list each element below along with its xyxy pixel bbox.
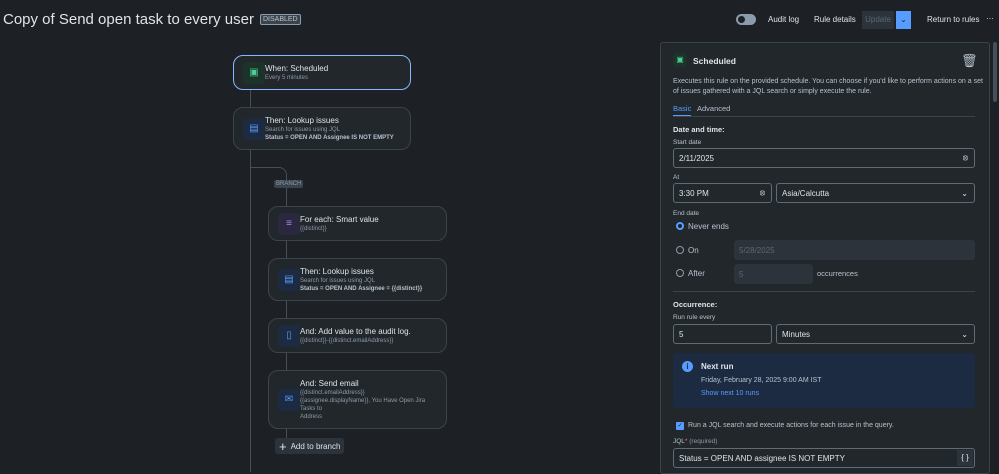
card-subtitle: Search for issues using JQL — [265, 127, 341, 133]
for-each-card[interactable]: ≡ For each: Smart value {{distinct}} — [268, 206, 447, 241]
add-to-branch-label: Add to branch — [290, 441, 341, 451]
scrollbar[interactable] — [993, 42, 997, 102]
unit-value: Minutes — [782, 329, 811, 339]
occurrences-value: 5 — [739, 269, 744, 279]
branch-tag: BRANCH — [274, 180, 304, 188]
document-icon: ▯ — [278, 324, 300, 347]
panel-title: Scheduled — [693, 56, 736, 66]
end-date-value: 5/28/2025 — [739, 245, 775, 255]
update-dropdown-button[interactable]: ⌄ — [896, 11, 911, 29]
panel-description: Executes this rule on the provided sched… — [673, 78, 983, 95]
audit-log-card[interactable]: ▯ And: Add value to the audit log. {{dis… — [268, 318, 447, 353]
config-panel: ▣ Scheduled 🗑 Executes this rule on the … — [660, 42, 990, 474]
divider — [673, 116, 975, 117]
return-to-rules-button[interactable]: Return to rules — [927, 15, 980, 24]
timezone-select[interactable]: Asia/Calcutta ⌄ — [776, 183, 975, 203]
jql-label-row: JQL* (required) — [673, 438, 717, 445]
run-every-value: 5 — [679, 329, 684, 339]
occurrences-label: occurrences — [817, 269, 858, 278]
lookup-issues-card[interactable]: ▤ Then: Lookup issues Search for issues … — [233, 107, 411, 150]
radio-never-ends[interactable] — [676, 222, 684, 230]
calendar-icon: ▣ — [673, 53, 687, 67]
mail-icon: ✉ — [278, 388, 300, 411]
required-label: (required) — [689, 438, 718, 445]
next-run-box: i Next run Friday, February 28, 2025 9:0… — [673, 353, 975, 408]
unit-select[interactable]: Minutes ⌄ — [776, 324, 975, 344]
card-subtitle: {{distinct}} — [300, 226, 327, 232]
timezone-value: Asia/Calcutta — [782, 188, 830, 198]
rule-title: Copy of Send open task to every user — [3, 11, 254, 28]
lookup-icon: ▤ — [278, 268, 300, 291]
next-run-title: Next run — [701, 362, 734, 371]
clear-icon[interactable]: ⦻ — [962, 153, 968, 162]
add-to-branch-button[interactable]: +Add to branch — [275, 438, 344, 454]
title-bar: Copy of Send open task to every user DIS… — [3, 11, 301, 28]
update-button[interactable]: Update — [862, 11, 894, 29]
list-icon: ≡ — [278, 212, 300, 235]
smart-value-button[interactable]: { } — [957, 450, 973, 466]
card-title: And: Add value to the audit log. — [300, 327, 411, 336]
time-value: 3:30 PM — [679, 188, 709, 198]
clear-icon[interactable]: ⦻ — [759, 188, 765, 197]
chevron-down-icon: ⌄ — [961, 188, 968, 198]
show-next-runs-link[interactable]: Show next 10 runs — [701, 390, 759, 397]
branch-connector — [286, 180, 287, 438]
trash-icon[interactable]: 🗑 — [961, 53, 978, 68]
after-label: After — [688, 269, 705, 278]
never-ends-label: Never ends — [688, 222, 729, 231]
calendar-icon: ▣ — [243, 61, 265, 84]
plus-icon: + — [279, 438, 287, 454]
lookup-issues-card-2[interactable]: ▤ Then: Lookup issues Search for issues … — [268, 258, 447, 301]
chevron-down-icon: ⌄ — [961, 329, 968, 339]
card-title: For each: Smart value — [300, 215, 379, 224]
jql-checkbox[interactable]: ✓ — [676, 422, 684, 430]
connector — [250, 90, 251, 472]
jql-label: JQL — [673, 438, 685, 445]
start-date-value: 2/11/2025 — [679, 153, 714, 163]
trigger-card[interactable]: ▣ When: Scheduled Every 5 minutes — [233, 55, 411, 90]
email-subject: {{assignee.displayName}}, You Have Open … — [300, 398, 426, 412]
lookup-icon: ▤ — [243, 117, 265, 140]
end-date-label: End date — [673, 210, 700, 217]
branch-curve — [251, 167, 287, 182]
radio-after[interactable] — [676, 269, 684, 277]
jql-checkbox-label: Run a JQL search and execute actions for… — [688, 422, 894, 429]
info-icon: i — [682, 361, 693, 372]
time-input[interactable]: 3:30 PM ⦻ — [673, 183, 772, 203]
radio-on[interactable] — [676, 246, 684, 254]
audit-log-button[interactable]: Audit log — [768, 15, 800, 24]
end-date-input[interactable]: 5/28/2025 — [734, 240, 975, 260]
status-badge: DISABLED — [259, 14, 301, 25]
start-date-label: Start date — [673, 139, 702, 146]
email-subject-cont: Address — [300, 414, 323, 420]
email-recipient: {{distinct.emailAddress}} — [300, 390, 365, 396]
card-title: Then: Lookup issues — [265, 116, 339, 125]
divider — [673, 291, 975, 292]
occurrence-heading: Occurrence: — [673, 300, 718, 309]
card-title: Then: Lookup issues — [300, 267, 374, 276]
run-every-input[interactable]: 5 — [673, 324, 772, 344]
required-asterisk: * — [684, 438, 688, 445]
jql-input[interactable]: Status = OPEN AND assignee IS NOT EMPTY {… — [673, 448, 975, 468]
next-run-value: Friday, February 28, 2025 9:00 AM IST — [701, 377, 822, 384]
jql-value: Status = OPEN AND assignee IS NOT EMPTY — [679, 453, 845, 463]
more-icon[interactable]: … — [986, 12, 994, 21]
run-every-label: Run rule every — [673, 314, 716, 321]
card-subtitle: Every 5 minutes — [265, 75, 309, 81]
send-email-card[interactable]: ✉ And: Send email {{distinct.emailAddres… — [268, 370, 447, 429]
card-title: And: Send email — [300, 379, 359, 388]
card-subtitle: {{distinct}}-{{distinct.emailAddress}} — [300, 338, 394, 344]
occurrences-input[interactable]: 5 — [734, 264, 813, 284]
date-time-heading: Date and time: — [673, 125, 725, 134]
card-subtitle: Search for issues using JQL — [300, 278, 376, 284]
card-title: When: Scheduled — [265, 64, 329, 73]
at-label: At — [673, 174, 680, 181]
card-query: Status = OPEN AND Assignee = {{distinct}… — [300, 286, 423, 292]
on-label: On — [688, 246, 699, 255]
start-date-input[interactable]: 2/11/2025 ⦻ — [673, 148, 975, 168]
card-query: Status = OPEN AND Assignee IS NOT EMPTY — [265, 135, 394, 141]
enable-toggle[interactable] — [736, 14, 756, 25]
tab-advanced[interactable]: Advanced — [697, 104, 731, 113]
rule-details-button[interactable]: Rule details — [814, 15, 856, 24]
